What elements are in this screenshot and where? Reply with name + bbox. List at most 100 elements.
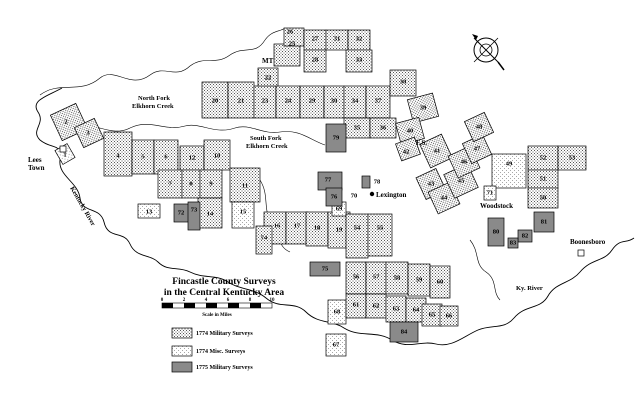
survey-21 bbox=[227, 81, 255, 119]
survey-label: 51 bbox=[540, 175, 547, 182]
survey-54 bbox=[345, 213, 369, 259]
survey-label: 78 bbox=[374, 178, 381, 185]
survey-label: 2 bbox=[64, 118, 67, 125]
survey-label: 60 bbox=[437, 278, 444, 285]
survey-label: 59 bbox=[416, 276, 423, 283]
map-title-line-1: Fincastle County Surveys bbox=[172, 277, 276, 287]
scale-tick-6: 6 bbox=[227, 298, 230, 303]
ky-river-label: Ky. River bbox=[516, 285, 543, 292]
south-fork-label-1: South Fork bbox=[250, 135, 282, 142]
survey-67 bbox=[325, 333, 347, 357]
survey-label: 57 bbox=[373, 273, 380, 280]
survey-label: 66 bbox=[446, 312, 453, 319]
survey-label: 79 bbox=[333, 134, 340, 141]
survey-label: 80 bbox=[493, 228, 500, 235]
survey-label: 9 bbox=[209, 180, 213, 187]
survey-74 bbox=[255, 225, 273, 255]
scale-tick-4: 4 bbox=[205, 298, 208, 303]
survey-39 bbox=[406, 92, 440, 124]
survey-label: 41 bbox=[434, 147, 441, 154]
survey-label: 25 bbox=[289, 40, 296, 47]
survey-label: 47 bbox=[474, 145, 481, 152]
survey-label: 54 bbox=[354, 224, 361, 231]
survey-75 bbox=[309, 261, 341, 277]
survey-label: 82 bbox=[522, 232, 529, 239]
survey-label: 12 bbox=[189, 154, 196, 161]
survey-80 bbox=[487, 217, 505, 247]
survey-label: 8 bbox=[189, 180, 193, 187]
survey-37 bbox=[365, 85, 391, 119]
scale-tick-8: 8 bbox=[249, 298, 252, 303]
survey-label: 1 bbox=[63, 151, 66, 158]
compass-rose-icon bbox=[472, 34, 505, 71]
survey-15 bbox=[231, 201, 255, 229]
survey-label: 39 bbox=[420, 104, 427, 111]
legend-label-1774-misc: 1774 Misc. Surveys bbox=[196, 349, 246, 355]
survey-label: 68 bbox=[334, 308, 341, 315]
survey-53 bbox=[557, 145, 587, 171]
legend: 1774 Military Surveys 1774 Misc. Surveys… bbox=[171, 327, 253, 373]
survey-label: 34 bbox=[352, 97, 359, 104]
survey-label: 40 bbox=[407, 127, 414, 134]
south-fork-elkhorn-creek bbox=[74, 124, 326, 146]
survey-label: 50 bbox=[540, 194, 547, 201]
survey-label: 20 bbox=[212, 97, 219, 104]
survey-28 bbox=[303, 49, 327, 73]
survey-label: 58 bbox=[394, 274, 401, 281]
survey-label: 49 bbox=[506, 160, 513, 167]
survey-label: 61 bbox=[353, 301, 360, 308]
survey-label: 3 bbox=[86, 129, 90, 136]
survey-group-1775 bbox=[173, 123, 555, 343]
survey-label: 67 bbox=[333, 341, 340, 348]
legend-swatch-1774-misc bbox=[171, 345, 193, 357]
fs-label: F.S. bbox=[416, 139, 427, 147]
north-fork-elkhorn-creek bbox=[39, 27, 286, 96]
survey-label: 14 bbox=[207, 210, 214, 217]
survey-label: 65 bbox=[429, 311, 436, 318]
kentucky-river-label: Kentucky River bbox=[68, 186, 96, 228]
survey-label: 27 bbox=[312, 35, 319, 42]
kentucky-river-line bbox=[35, 87, 635, 346]
lees-town-label-1: Lees bbox=[28, 156, 42, 164]
survey-label: 24 bbox=[285, 97, 292, 104]
survey-label: 32 bbox=[356, 35, 363, 42]
survey-76 bbox=[325, 187, 343, 207]
survey-group-east bbox=[527, 145, 587, 209]
survey-label: 38 bbox=[400, 78, 407, 85]
survey-group-west bbox=[103, 131, 351, 255]
survey-3 bbox=[73, 117, 105, 149]
survey-49 bbox=[491, 153, 527, 189]
survey-label: 56 bbox=[353, 273, 360, 280]
survey-42 bbox=[395, 136, 421, 162]
survey-84 bbox=[389, 321, 419, 343]
survey-66 bbox=[439, 305, 459, 327]
survey-label: 10 bbox=[214, 152, 221, 159]
survey-label: 75 bbox=[322, 265, 329, 272]
survey-label: 6 bbox=[164, 153, 168, 160]
survey-label: 45 bbox=[458, 177, 465, 184]
scale-tick-0: 0 bbox=[161, 298, 164, 303]
survey-38 bbox=[389, 69, 417, 97]
survey-22 bbox=[257, 67, 279, 87]
survey-label: 4 bbox=[116, 152, 120, 159]
lees-town-label-2: Town bbox=[28, 164, 45, 172]
survey-7 bbox=[157, 169, 183, 199]
survey-10 bbox=[203, 139, 231, 171]
map-title-line-2: in the Central Kentucky Area bbox=[164, 288, 284, 298]
survey-label: 77 bbox=[325, 176, 332, 183]
survey-group-north bbox=[49, 27, 495, 215]
survey-20 bbox=[201, 81, 229, 119]
lees-town-marker bbox=[59, 145, 67, 153]
south-fork-label-2: Elkhorn Creek bbox=[246, 143, 288, 150]
scale-tick-10: 10 bbox=[270, 298, 276, 303]
survey-label: 44 bbox=[441, 194, 448, 201]
survey-label: 37 bbox=[375, 97, 382, 104]
survey-29 bbox=[299, 85, 325, 119]
survey-label: 15 bbox=[240, 208, 247, 215]
survey-14 bbox=[197, 197, 223, 229]
survey-numbers: 2 3 1 4 5 6 12 10 7 8 9 11 13 72 73 14 1… bbox=[63, 28, 576, 348]
scale-bar: 0 2 4 6 8 10 Scale in Miles bbox=[161, 298, 275, 318]
survey-33 bbox=[345, 49, 373, 73]
map-title: Fincastle County Surveys in the Central … bbox=[164, 277, 284, 298]
survey-13 bbox=[137, 203, 161, 219]
